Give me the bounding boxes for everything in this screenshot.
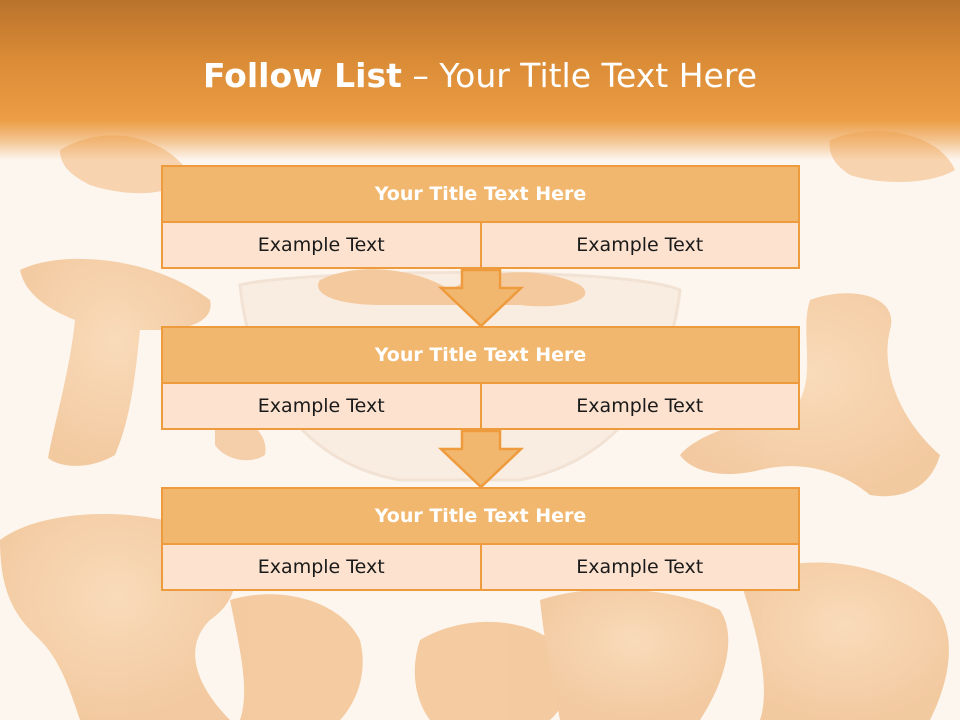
list-block-1: Your Title Text Here Example Text Exampl… (161, 165, 800, 269)
block-cell-right: Example Text (479, 384, 798, 428)
slide-title: Follow List – Your Title Text Here (0, 52, 960, 100)
title-rest-part: Your Title Text Here (439, 56, 758, 95)
block-title: Your Title Text Here (163, 489, 798, 545)
title-bold-part: Follow List (202, 56, 402, 95)
block-title: Your Title Text Here (163, 328, 798, 384)
block-cell-left: Example Text (163, 223, 480, 267)
list-block-3: Your Title Text Here Example Text Exampl… (161, 487, 800, 591)
list-block-2: Your Title Text Here Example Text Exampl… (161, 326, 800, 430)
title-separator: – (401, 56, 440, 95)
block-cell-left: Example Text (163, 384, 480, 428)
block-cell-right: Example Text (479, 545, 798, 589)
down-arrow-icon (438, 268, 524, 328)
block-cell-right: Example Text (479, 223, 798, 267)
block-cell-left: Example Text (163, 545, 480, 589)
block-row: Example Text Example Text (163, 223, 798, 267)
title-banner (0, 0, 960, 160)
block-row: Example Text Example Text (163, 545, 798, 589)
down-arrow-icon (438, 429, 524, 489)
block-row: Example Text Example Text (163, 384, 798, 428)
block-title: Your Title Text Here (163, 167, 798, 223)
